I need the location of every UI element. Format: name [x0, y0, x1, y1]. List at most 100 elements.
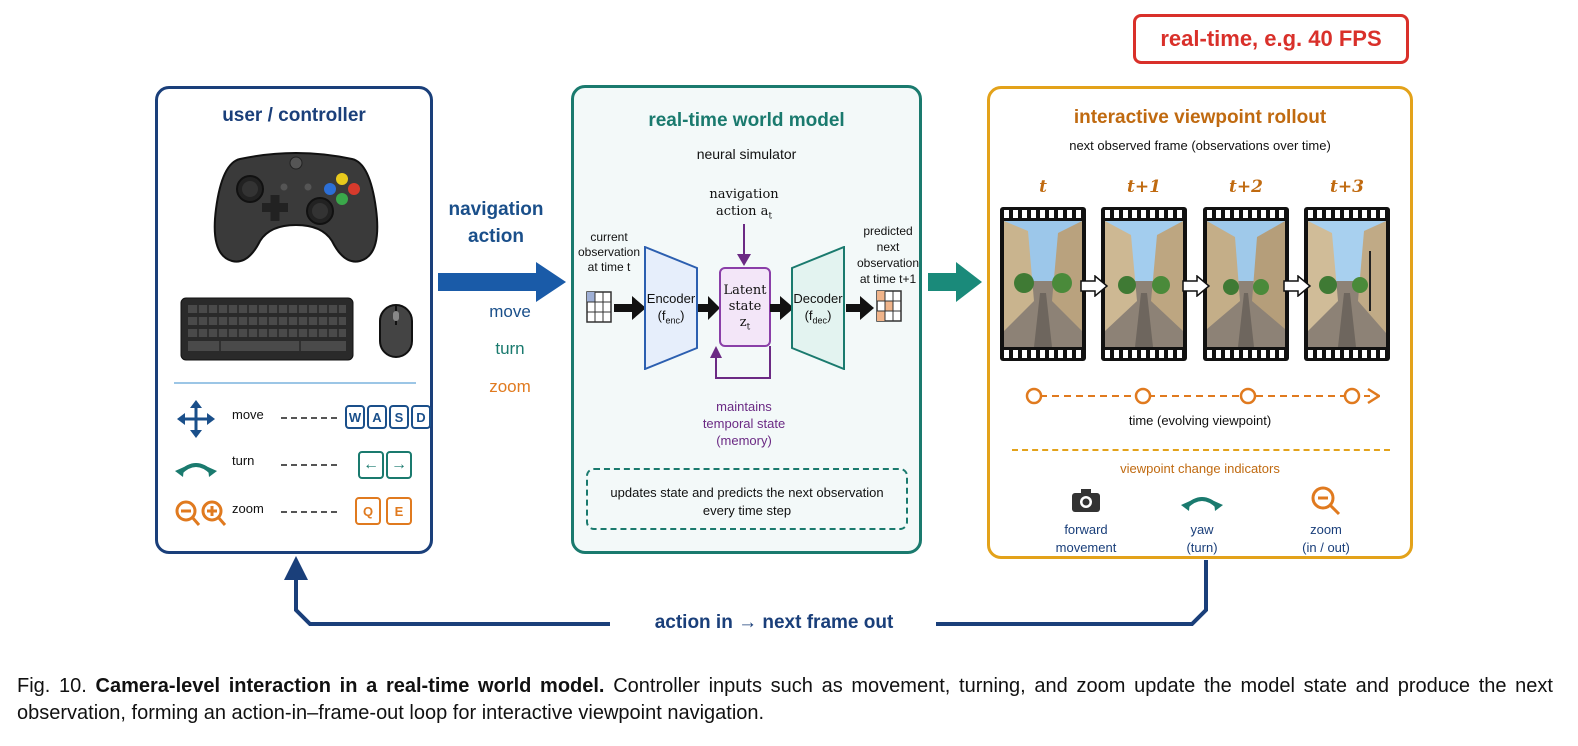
nav-action-title: navigation action [438, 196, 554, 250]
nav-item-move: move [489, 302, 531, 321]
update-note-line1: updates state and predicts the next obse… [610, 485, 884, 500]
obs-to-encoder-arrow [614, 296, 646, 320]
nav-action-title-line2: action [468, 226, 524, 247]
indicator-yaw-line1: yaw [1190, 522, 1214, 537]
key-d: D [411, 405, 431, 429]
street-scene-image [1105, 221, 1183, 347]
nav-item-zoom: zoom [489, 377, 531, 396]
frame-arrow-2 [1182, 275, 1210, 297]
encoder-to-latent-arrow [698, 296, 720, 320]
gamepad-icon [213, 152, 379, 263]
turn-arrow-icon [175, 463, 217, 477]
predicted-line4: at time t+1 [859, 272, 917, 286]
latent-var-sub: t [746, 322, 751, 333]
turn-dash [281, 464, 337, 466]
model-to-rollout-arrow [928, 262, 982, 302]
memory-line2: temporal state [702, 416, 786, 431]
street-scene-image [1308, 221, 1386, 347]
indicator-yaw: yaw (turn) [1162, 521, 1242, 557]
caption-rest: Controller inputs such as movement, turn… [17, 675, 1553, 724]
memory-label: maintains temporal state (memory) [674, 398, 814, 449]
nav-action-arrow [438, 262, 566, 302]
move-label: move [232, 407, 264, 422]
predicted-line3: observation [856, 256, 920, 270]
key-a: A [367, 405, 387, 429]
loop-label: action in → next frame out [654, 612, 894, 633]
indicator-yaw-line2: (turn) [1186, 540, 1218, 555]
encoder-fn-sub: enc [665, 315, 681, 326]
predicted-line2: next [876, 240, 900, 254]
zoom-dash [281, 511, 337, 513]
current-obs-line2: observation [577, 245, 641, 259]
film-frame-t3 [1304, 207, 1390, 361]
update-note-line2: every time step [702, 503, 792, 518]
nav-action-down-arrow [737, 224, 751, 266]
world-model-title: real-time world model [648, 110, 845, 131]
indicator-forward-line1: forward [1064, 522, 1108, 537]
decoder-text: Decoder [793, 291, 843, 306]
predicted-observation-grid-icon [876, 290, 902, 322]
encoder-fn-text: (f [657, 308, 666, 323]
predicted-line1: predicted [863, 224, 913, 238]
current-obs-line1: current [590, 230, 628, 244]
zoom-label: zoom [232, 501, 264, 516]
realtime-badge: real-time, e.g. 40 FPS [1133, 14, 1409, 64]
wm-nav-action-label: navigation action at [684, 186, 804, 226]
key-e: E [386, 497, 412, 525]
encoder-fn: (fenc) [657, 308, 685, 326]
rollout-divider [1012, 449, 1390, 451]
user-controller-panel: user / controller [155, 86, 433, 554]
caption-bold: Camera-level interaction in a real-time … [95, 675, 605, 697]
indicator-forward: forward movement [1046, 521, 1126, 557]
indicators-title: viewpoint change indicators [1120, 461, 1280, 476]
current-observation-grid-icon [586, 291, 612, 323]
mouse-icon [379, 304, 413, 358]
move-arrows-icon [177, 400, 215, 438]
rollout-title: interactive viewpoint rollout [1073, 107, 1327, 128]
latent-state-block: Latent state zt [719, 267, 771, 347]
film-frame-t1 [1101, 207, 1187, 361]
nav-action-title-line1: navigation [448, 199, 544, 220]
decoder-fn-text: (f [804, 308, 813, 323]
camera-icon [1072, 489, 1100, 512]
controller-divider [174, 382, 416, 384]
frame-label-t3: t+3 [1330, 177, 1364, 197]
latent-to-decoder-arrow [770, 296, 794, 320]
user-panel-title: user / controller [222, 105, 366, 126]
predicted-observation-label: predicted next observation at time t+1 [848, 223, 928, 287]
street-scene-image [1207, 221, 1285, 347]
decoder-to-prediction-arrow [846, 296, 874, 320]
frame-label-t1: t+1 [1127, 177, 1161, 197]
frame-label-t2: t+2 [1229, 177, 1263, 197]
update-note: updates state and predicts the next obse… [586, 468, 908, 530]
indicator-forward-line2: movement [1055, 540, 1117, 555]
wm-nav-action-line2: action at [684, 203, 804, 226]
rollout-subtitle: next observed frame (observations over t… [1069, 138, 1331, 153]
zoom-icons [175, 500, 227, 526]
world-model-panel: real-time world model neural simulator n… [571, 85, 922, 554]
film-frame-t2 [1203, 207, 1289, 361]
rollout-panel: interactive viewpoint rollout next obser… [987, 86, 1413, 559]
indicator-zoom-line2: (in / out) [1302, 540, 1350, 555]
frame-arrow-3 [1283, 275, 1311, 297]
film-frame-t [1000, 207, 1086, 361]
keyboard-icon [180, 297, 354, 361]
decoder-label: Decoder (fdec) [791, 290, 845, 330]
decoder-fn: (fdec) [804, 308, 832, 326]
latent-var-text: z [739, 315, 747, 330]
encoder-block [644, 246, 698, 370]
world-model-subtitle: neural simulator [696, 146, 797, 162]
current-obs-line3: at time t [587, 260, 631, 274]
memory-line1: maintains [716, 399, 772, 414]
key-q: Q [355, 497, 381, 525]
indicator-zoom: zoom (in / out) [1286, 521, 1366, 557]
timeline-label: time (evolving viewpoint) [1128, 413, 1272, 428]
street-scene-image [1004, 221, 1082, 347]
current-observation-label: current observation at time t [568, 230, 650, 275]
decoder-block [791, 246, 845, 370]
move-dash [281, 417, 337, 419]
key-left: ← [358, 451, 384, 479]
frame-label-t: t [1039, 177, 1047, 197]
encoder-label: Encoder (fenc) [644, 290, 698, 330]
caption-prefix: Fig. 10. [17, 675, 96, 697]
